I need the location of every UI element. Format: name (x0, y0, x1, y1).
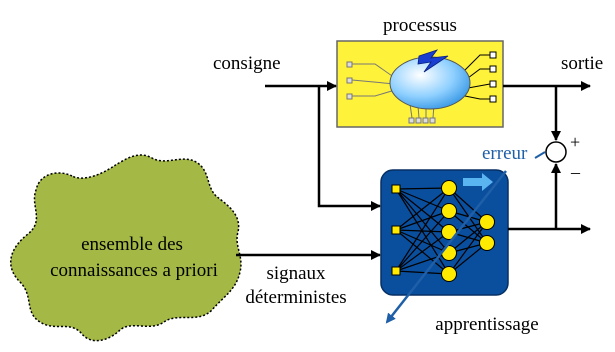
process-label: processus (383, 15, 457, 36)
error-feedback-line (534, 151, 546, 159)
process-input-pins (346, 61, 396, 100)
process-bottom-pins (408, 103, 436, 124)
signals-label-line2: déterministes (245, 287, 346, 308)
knowledge-blob (10, 154, 242, 342)
network-connections (395, 187, 488, 275)
output-label: sortie (561, 53, 603, 74)
output-neurons (479, 214, 495, 251)
neural-network-block (380, 169, 509, 296)
learning-label: apprentissage (435, 314, 538, 335)
process-output-pins (464, 51, 497, 103)
learning-arrow (385, 170, 507, 324)
knowledge-label-line2: connaissances a priori (50, 260, 218, 281)
knowledge-label-line1: ensemble des (81, 234, 183, 255)
setpoint-label: consigne (213, 53, 281, 74)
signal-lines (236, 81, 591, 260)
plus-sign: + (570, 132, 580, 152)
process-block (336, 40, 504, 128)
input-nodes (391, 184, 401, 276)
lightning-icon (417, 49, 449, 73)
error-label: erreur (482, 143, 528, 164)
error-arrow-icon (463, 173, 493, 191)
signals-label-line1: signaux (266, 263, 326, 284)
minus-sign: – (570, 162, 581, 182)
summing-junction (545, 141, 567, 163)
